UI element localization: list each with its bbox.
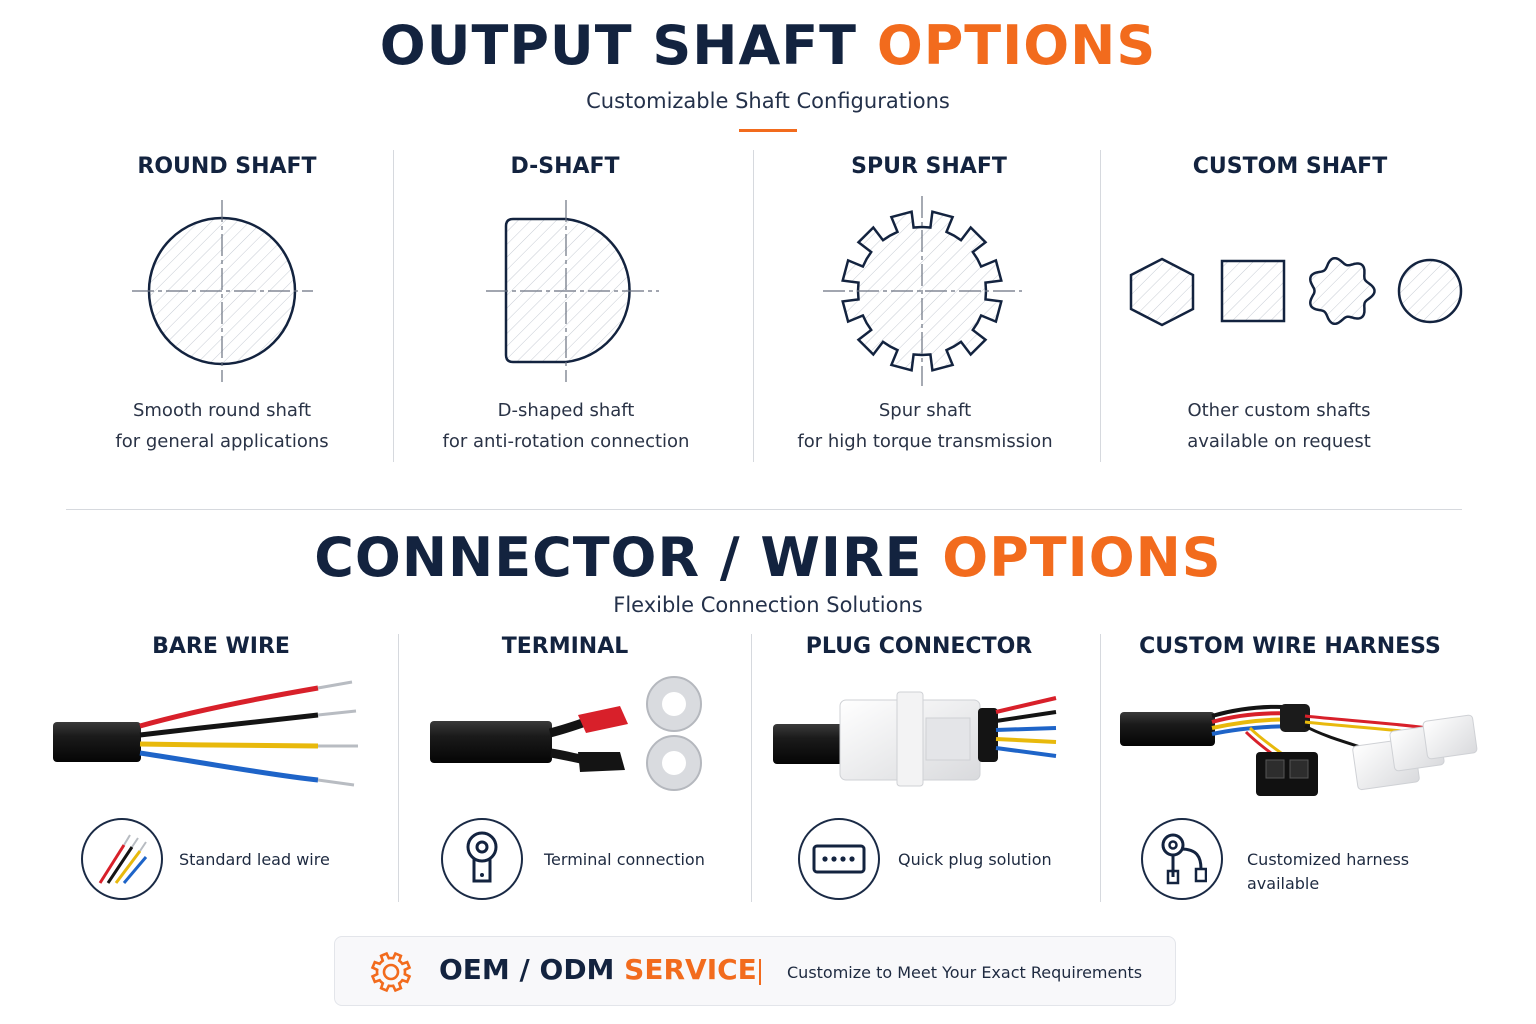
terminal-title: TERMINAL [501,634,629,659]
custom-wire-harness-title: CUSTOM WIRE HARNESS [1139,634,1441,659]
custom-shaft-title: CUSTOM SHAFT [1192,154,1388,179]
wire-harness-image [1120,704,1478,796]
label-line: Customized harness [1247,850,1410,869]
plug-connector-title: PLUG CONNECTOR [805,634,1033,659]
terminal-image [430,676,702,791]
terminal-label: Terminal connection [544,848,705,872]
round-shaft-drawing [132,196,1463,386]
wire-harness-label: Customized harness available [1247,848,1409,896]
spur-shaft-title: SPUR SHAFT [851,154,1007,179]
desc-line: for anti-rotation connection [442,431,690,452]
divider [1100,634,1101,902]
subtitle-underline [739,129,797,132]
d-shaft-title: D-SHAFT [510,154,620,179]
label-line: Quick plug solution [898,850,1052,869]
title-accent: OPTIONS [876,14,1157,77]
d-shaft-description: D-shaped shaft for anti-rotation connect… [406,395,726,457]
lead-wire-svg [98,834,148,884]
connector-section-title: CONNECTOR / WIRE OPTIONS [0,526,1536,589]
desc-line: for high torque transmission [797,431,1053,452]
title-accent: OPTIONS [942,526,1222,589]
d-shaft-icon [486,200,659,382]
desc-line: available on request [1187,431,1371,452]
desc-line: Smooth round shaft [132,400,312,421]
round-shaft-title: ROUND SHAFT [137,154,317,179]
divider [393,150,394,462]
square-shaft-icon [1220,259,1286,323]
bare-wire-label: Standard lead wire [179,848,330,872]
plug-connector-icon [798,818,880,900]
title-main: CONNECTOR / WIRE [314,526,943,589]
plug-connector-image [773,691,1057,787]
divider [398,634,399,902]
title-main: OUTPUT SHAFT [379,14,877,77]
hexagon-shaft-icon [1129,257,1195,327]
banner-separator [759,959,761,985]
desc-line: Other custom shafts [1187,400,1371,421]
round-shaft-icon [132,200,313,382]
connector-section-subtitle: Flexible Connection Solutions [613,593,923,617]
oem-service-text: Customize to Meet Your Exact Requirement… [787,963,1143,982]
desc-line: Spur shaft [878,400,972,421]
connector-illustrations [53,676,1478,796]
bare-wire-image [53,680,358,787]
plug-connector-svg [812,844,866,874]
oem-service-banner: OEM / ODM SERVICE Customize to Meet Your… [334,936,1176,1006]
oem-service-title: OEM / ODM SERVICE [439,953,757,986]
spur-shaft-description: Spur shaft for high torque transmission [765,395,1085,457]
shaft-section-subtitle: Customizable Shaft Configurations [586,89,950,113]
title-main: OEM / ODM [439,953,625,986]
divider [751,634,752,902]
ring-terminal-icon [441,818,523,900]
label-line: Standard lead wire [179,850,330,869]
desc-line: for general applications [115,431,329,452]
bare-wire-title: BARE WIRE [152,634,290,659]
section-divider [66,509,1462,510]
label-line: Terminal connection [544,850,705,869]
spur-shaft-icon [823,196,1022,386]
wire-harness-icon [1141,818,1223,900]
lead-wire-icon [81,818,163,900]
circle-shaft-icon [1397,258,1463,324]
divider [753,150,754,462]
desc-line: D-shaped shaft [497,400,635,421]
round-shaft-description: Smooth round shaft for general applicati… [62,395,382,457]
ring-terminal-svg [466,831,498,883]
plug-connector-label: Quick plug solution [898,848,1052,872]
custom-shaft-description: Other custom shafts available on request [1119,395,1439,457]
title-accent: SERVICE [624,953,757,986]
divider [1100,150,1101,462]
shaft-section-title: OUTPUT SHAFT OPTIONS [0,14,1536,77]
wire-harness-svg [1161,833,1207,885]
lobed-shaft-icon [1309,256,1376,326]
gear-icon [370,951,412,993]
label-line: available [1247,874,1320,893]
